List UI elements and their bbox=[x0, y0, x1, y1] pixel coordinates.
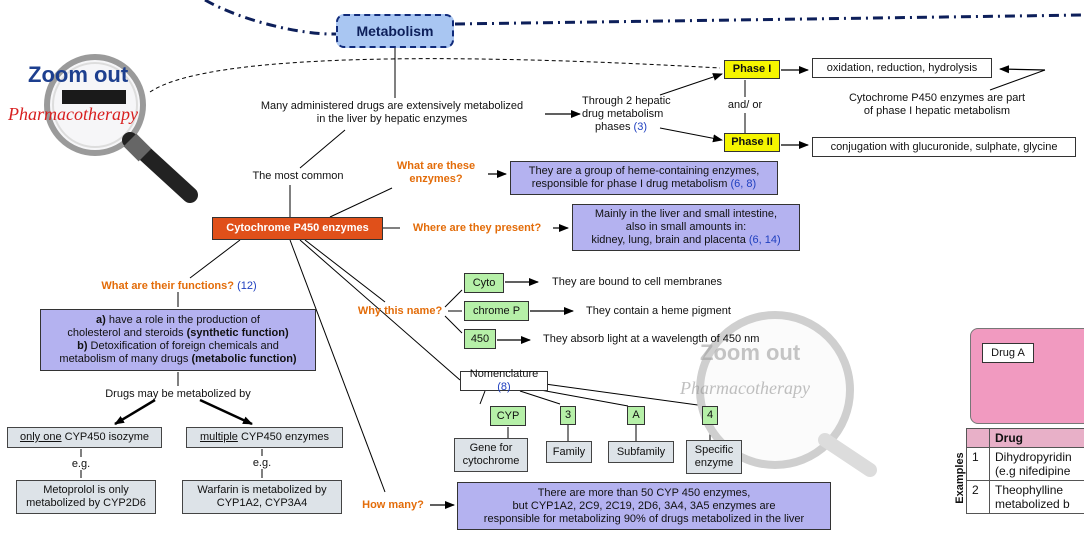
watermark-pharmacotherapy: Pharmacotherapy bbox=[8, 104, 138, 124]
most-common-text: The most common bbox=[252, 170, 344, 182]
answer-how-many: There are more than 50 CYP 450 enzymes,b… bbox=[457, 482, 831, 530]
name-part-chrome-p: chrome P bbox=[464, 301, 529, 321]
table-header-drug: Drug bbox=[989, 428, 1084, 448]
name-cyto-meaning: They are bound to cell membranes bbox=[552, 276, 722, 288]
watermark-zoom-out: Zoom out bbox=[28, 62, 129, 87]
name-part-cyto: Cyto bbox=[464, 273, 504, 293]
examples-label: Examples bbox=[954, 452, 966, 504]
watermark-pharmacotherapy-2: Pharmacotherapy bbox=[680, 378, 810, 398]
nomenclature-box: Nomenclature (8) bbox=[460, 368, 548, 393]
and-or-text: and/ or bbox=[727, 99, 763, 111]
phase-2-box: Phase II bbox=[724, 133, 780, 152]
nomenclature-subfamily-label: Subfamily bbox=[608, 441, 674, 463]
nomenclature-a: A bbox=[627, 406, 645, 425]
nomenclature-4: 4 bbox=[702, 406, 718, 425]
nomenclature-3: 3 bbox=[560, 406, 576, 425]
name-chrome-meaning: They contain a heme pigment bbox=[586, 305, 731, 317]
table-row: 1 Dihydropyridin(e.g nifedipine bbox=[966, 447, 1084, 481]
drugs-may-be-metabolized-text: Drugs may be metabolized by bbox=[105, 388, 251, 400]
question-functions: What are their functions? (12) bbox=[101, 280, 257, 292]
nomenclature-family-label: Family bbox=[546, 441, 592, 463]
eg-label-left: e.g. bbox=[71, 458, 91, 470]
drug-a-box: Drug A bbox=[982, 343, 1034, 363]
nomenclature-cyp: CYP bbox=[490, 406, 526, 426]
phase-1-box: Phase I bbox=[724, 60, 780, 79]
answer-functions: a) have a role in the production of chol… bbox=[40, 309, 316, 371]
phase-2-description: conjugation with glucuronide, sulphate, … bbox=[812, 137, 1076, 157]
phase-1-description: oxidation, reduction, hydrolysis bbox=[812, 58, 992, 78]
examples-table: Drug 1 Dihydropyridin(e.g nifedipine 2 T… bbox=[966, 428, 1084, 514]
multiple-enzymes-box: multiple CYP450 enzymes bbox=[186, 427, 343, 448]
question-why-this-name: Why this name? bbox=[357, 305, 443, 317]
question-how-many: How many? bbox=[362, 499, 424, 511]
name-part-450: 450 bbox=[464, 329, 496, 349]
name-450-meaning: They absorb light at a wavelength of 450… bbox=[543, 333, 760, 345]
only-one-isozyme-box: only one CYP450 isozyme bbox=[7, 427, 162, 448]
eg-label-right: e.g. bbox=[252, 457, 272, 469]
cytochrome-p450-box: Cytochrome P450 enzymes bbox=[212, 217, 383, 240]
liver-text: Many administered drugs are extensively … bbox=[260, 100, 524, 125]
answer-where-present: Mainly in the liver and small intestine,… bbox=[572, 204, 800, 251]
question-where-present: Where are they present? bbox=[412, 222, 542, 234]
watermark-zoom-out-2: Zoom out bbox=[700, 340, 801, 365]
answer-what-are-these: They are a group of heme-containing enzy… bbox=[510, 161, 778, 195]
magnifier-icon bbox=[44, 54, 877, 477]
metabolism-title: Metabolism bbox=[336, 14, 454, 48]
table-header-row: Drug bbox=[966, 428, 1084, 448]
